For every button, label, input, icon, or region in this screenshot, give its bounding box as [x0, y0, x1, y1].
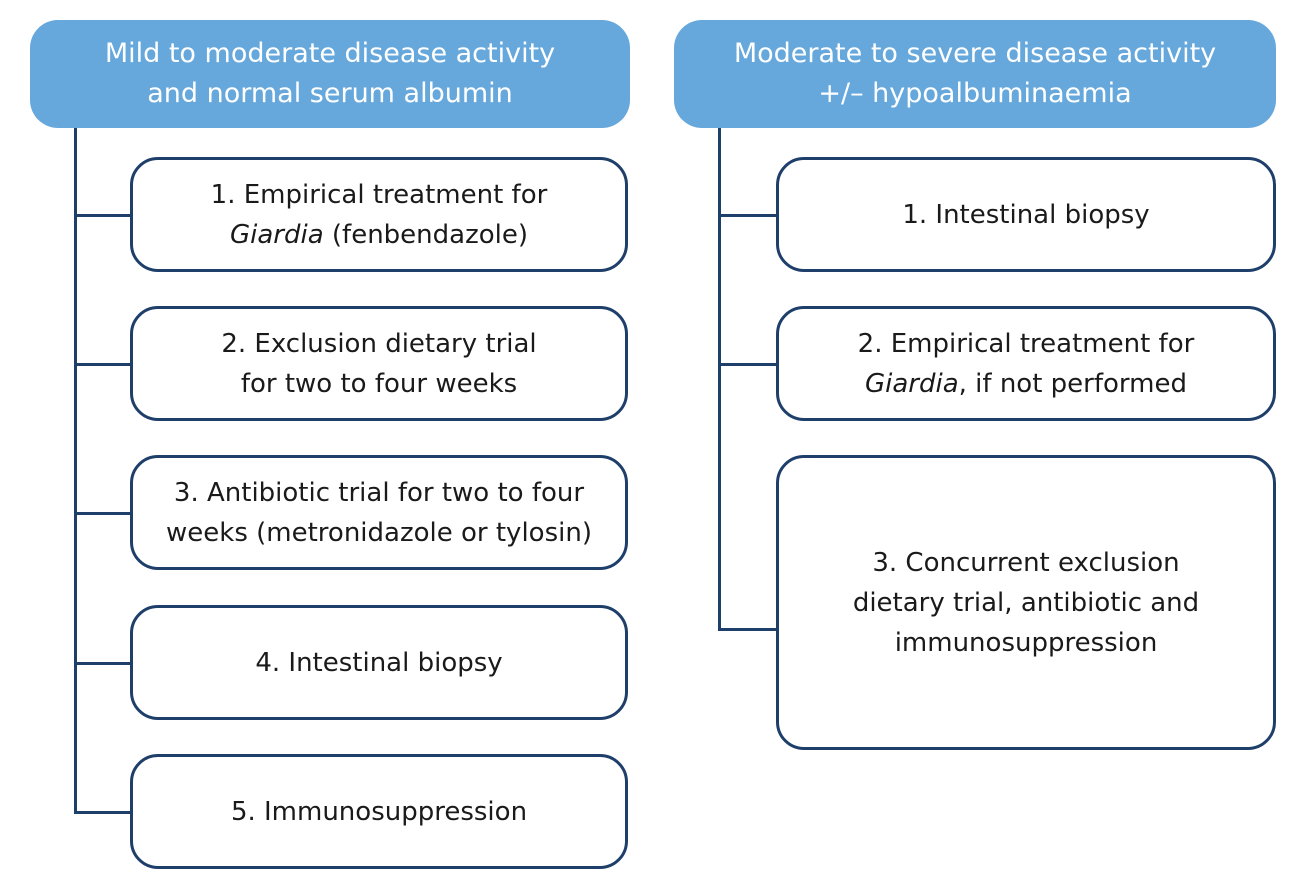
left-branch-connector-2 — [74, 363, 132, 366]
left-step-2-line1: 2. Exclusion dietary trial — [221, 328, 537, 359]
right-trunk-connector — [718, 128, 721, 631]
left-branch-connector-5 — [74, 811, 132, 814]
left-step-2-line2: for two to four weeks — [240, 368, 518, 399]
right-step-2-giardia: Giardia — [865, 368, 959, 399]
right-header-line2: +/– hypoalbuminaemia — [818, 78, 1132, 109]
left-step-3-line2: weeks (metronidazole or tylosin) — [166, 517, 592, 548]
left-header: Mild to moderate disease activity and no… — [30, 20, 630, 128]
left-step-5-box: 5. Immunosuppression — [130, 754, 628, 869]
left-step-1-line2: Giardia (fenbendazole) — [230, 215, 528, 255]
left-step-1-line2-rest: (fenbendazole) — [323, 219, 529, 250]
right-header: Moderate to severe disease activity +/– … — [674, 20, 1276, 128]
right-step-2-line2-rest: , if not performed — [958, 368, 1187, 399]
right-step-2-line1: 2. Empirical treatment for — [857, 328, 1195, 359]
right-step-3-line3: immunosuppression — [894, 627, 1158, 658]
left-branch-connector-4 — [74, 662, 132, 665]
left-step-1-giardia: Giardia — [229, 219, 324, 250]
left-step-4-box: 4. Intestinal biopsy — [130, 605, 628, 720]
right-step-2-line2: Giardia, if not performed — [865, 364, 1187, 404]
right-header-line1: Moderate to severe disease activity — [733, 38, 1217, 69]
left-step-2-box: 2. Exclusion dietary trial for two to fo… — [130, 306, 628, 421]
right-branch-connector-1 — [718, 214, 778, 217]
right-step-1-box: 1. Intestinal biopsy — [776, 157, 1276, 272]
left-header-line2: and normal serum albumin — [147, 78, 513, 109]
right-step-3-line1: 3. Concurrent exclusion — [872, 547, 1180, 578]
right-step-2-box: 2. Empirical treatment for Giardia, if n… — [776, 306, 1276, 421]
left-step-1-box: 1. Empirical treatment for Giardia (fenb… — [130, 157, 628, 272]
left-step-5-line1: 5. Immunosuppression — [230, 796, 528, 827]
left-trunk-connector — [74, 128, 77, 814]
left-step-3-line1: 3. Antibiotic trial for two to four — [173, 477, 585, 508]
right-step-3-line2: dietary trial, antibiotic and — [852, 587, 1200, 618]
left-branch-connector-1 — [74, 214, 132, 217]
left-step-3-box: 3. Antibiotic trial for two to four week… — [130, 455, 628, 570]
left-header-line1: Mild to moderate disease activity — [104, 38, 556, 69]
right-branch-connector-2 — [718, 363, 778, 366]
left-step-4-line1: 4. Intestinal biopsy — [255, 647, 503, 678]
right-branch-connector-3 — [718, 628, 778, 631]
right-step-1-line1: 1. Intestinal biopsy — [902, 199, 1150, 230]
left-step-1-line1: 1. Empirical treatment for — [210, 179, 548, 210]
right-step-3-box: 3. Concurrent exclusion dietary trial, a… — [776, 455, 1276, 750]
left-branch-connector-3 — [74, 512, 132, 515]
